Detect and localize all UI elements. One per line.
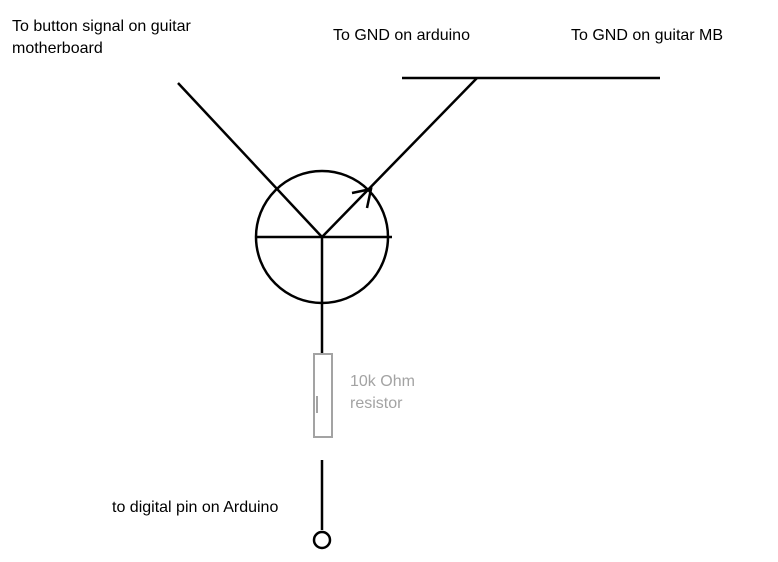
digital-pin-terminal — [312, 530, 332, 550]
label-button-signal-line2: motherboard — [12, 40, 103, 57]
label-gnd-guitar: To GND on guitar MB — [571, 27, 724, 44]
emitter-lead — [321, 77, 478, 238]
label-gnd-arduino: To GND on arduino — [333, 27, 470, 44]
collector-lead — [177, 82, 323, 238]
label-resistor-line1: 10k Ohm — [350, 373, 415, 390]
label-button-signal: To button signal on guitar motherboard — [12, 16, 191, 60]
label-digital-pin: to digital pin on Arduino — [112, 499, 279, 516]
emitter-arrow — [351, 187, 373, 209]
label-button-signal-line1: To button signal on guitar — [12, 18, 191, 35]
label-resistor-line2: resistor — [350, 395, 403, 412]
resistor — [313, 353, 333, 438]
label-resistor: 10k Ohm resistor — [350, 371, 415, 415]
